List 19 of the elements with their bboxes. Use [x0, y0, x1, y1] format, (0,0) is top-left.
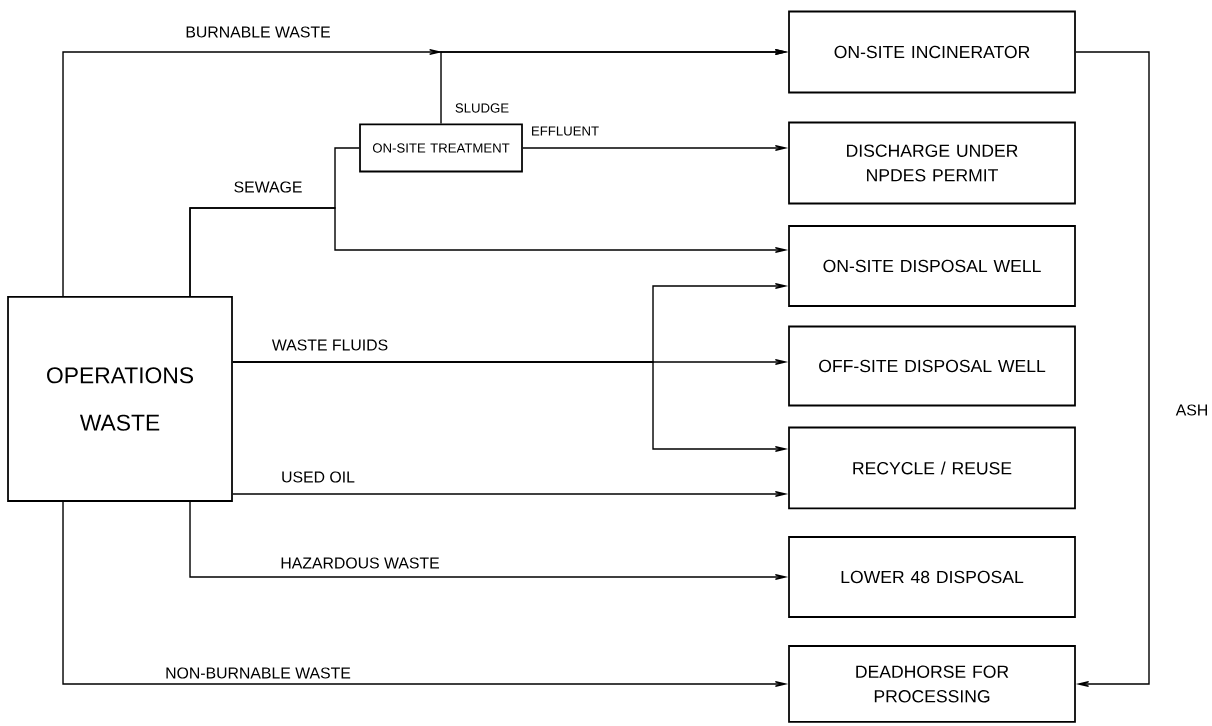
arrow [1075, 51, 1150, 687]
process-box: ON-SITE TREATMENT [359, 123, 523, 173]
edge-label: USED OIL [279, 469, 357, 485]
destination-box: RECYCLE / REUSE [788, 426, 1076, 510]
edge-label: SLUDGE [453, 101, 511, 115]
destination-box: DISCHARGE UNDER NPDES PERMIT [788, 121, 1076, 205]
edge-label: EFFLUENT [529, 124, 601, 138]
edge-label: ASH [1174, 402, 1210, 418]
destination-box: DEADHORSE FOR PROCESSING [788, 645, 1076, 723]
destination-box: ON-SITE INCINERATOR [788, 10, 1076, 94]
edge-label: SEWAGE [231, 179, 305, 195]
edge-label: BURNABLE WASTE [183, 24, 333, 40]
destination-box: OFF-SITE DISPOSAL WELL [788, 325, 1076, 407]
edge-label: WASTE FLUIDS [270, 337, 390, 353]
edge-label: NON-BURNABLE WASTE [163, 665, 353, 681]
destination-box: ON-SITE DISPOSAL WELL [788, 225, 1076, 307]
destination-box: LOWER 48 DISPOSAL [788, 536, 1076, 618]
source-box: OPERATIONS WASTE [7, 296, 233, 502]
edge-label: HAZARDOUS WASTE [278, 555, 442, 571]
